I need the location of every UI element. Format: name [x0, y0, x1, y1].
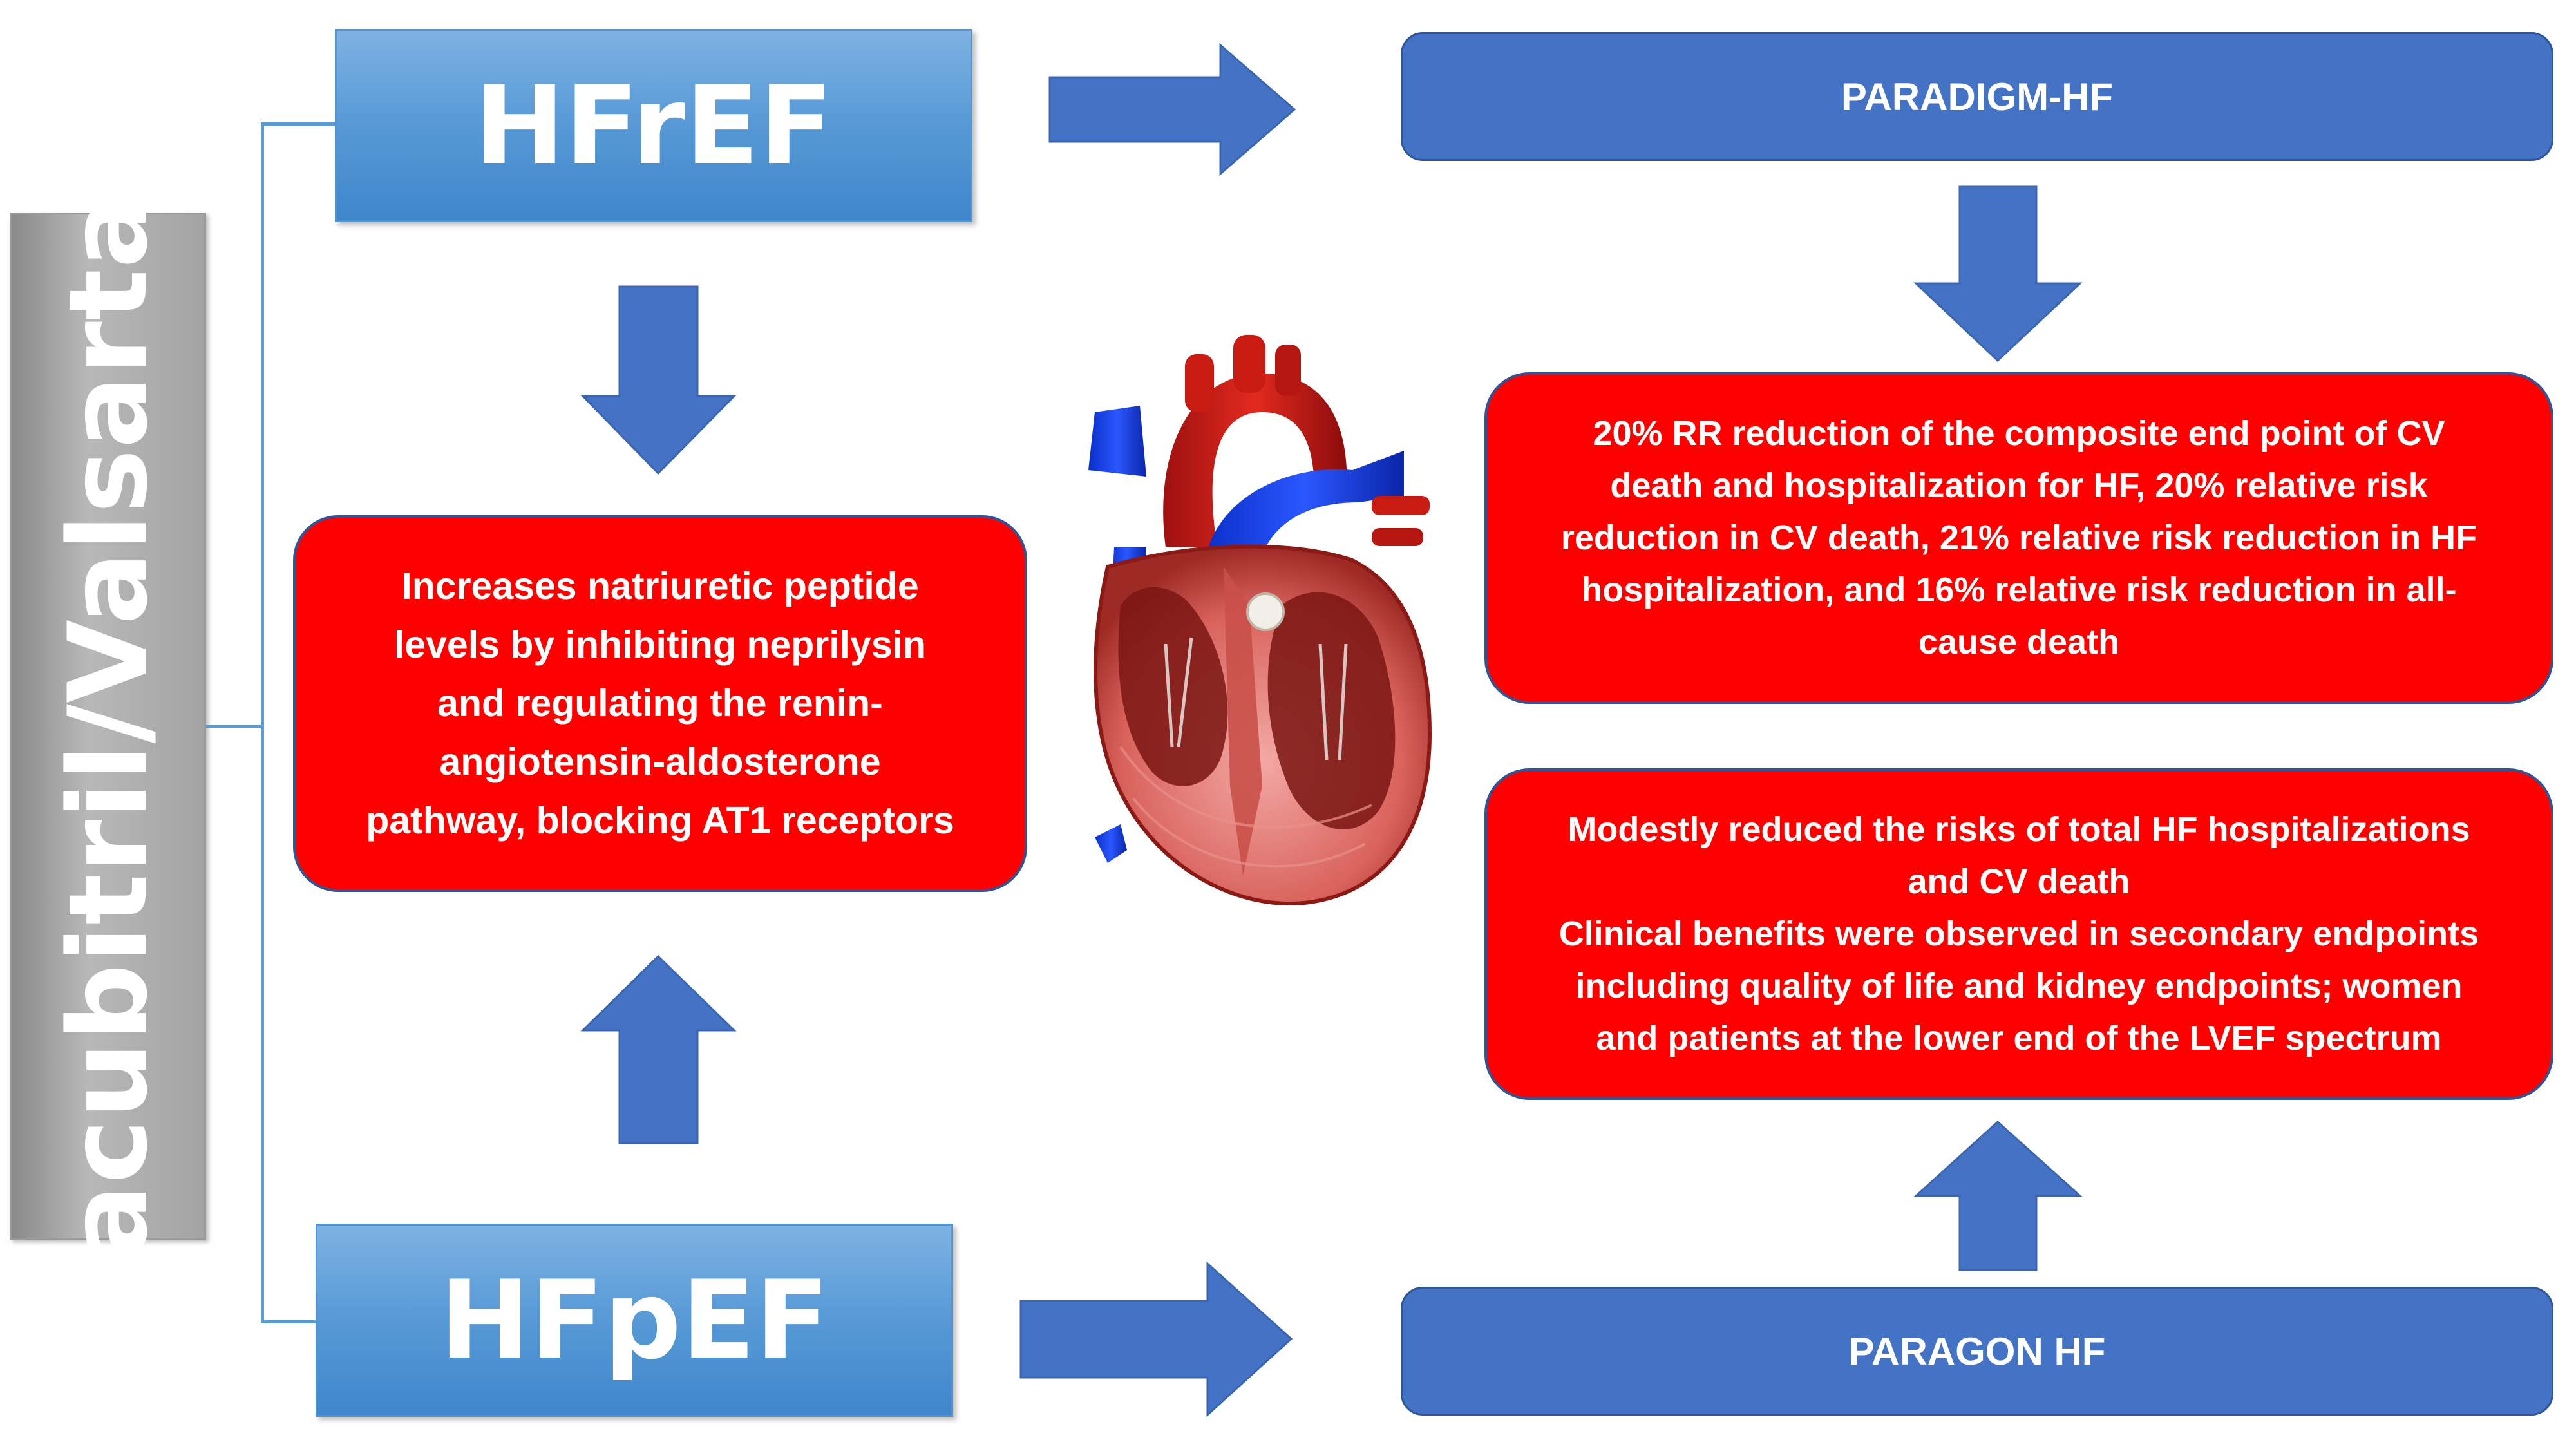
- drug-label-bar: Sacubitril/Valsartan: [10, 117, 206, 1336]
- bracket-vertical-line: [261, 122, 264, 1323]
- paragon-outcome-line: and patients at the lower end of the LVE…: [1596, 1019, 2442, 1057]
- paragon-outcome-line: Clinical benefits were observed in secon…: [1558, 914, 2479, 953]
- mechanism-line: and regulating the renin-: [437, 682, 883, 724]
- hfref-box: HFrEF: [335, 29, 972, 222]
- drug-name: Sacubitril/Valsartan: [44, 117, 171, 1336]
- paradigm-outcome-line: hospitalization, and 16% relative risk r…: [1581, 571, 2457, 609]
- mechanism-text: Increases natriuretic peptide levels by …: [366, 557, 954, 850]
- down-arrow-icon: [580, 285, 737, 475]
- paradigm-outcome-line: death and hospitalization for HF, 20% re…: [1610, 466, 2428, 505]
- paradigm-outcome-line: 20% RR reduction of the composite end po…: [1593, 414, 2445, 453]
- mechanism-line: Increases natriuretic peptide: [401, 565, 919, 607]
- mechanism-line: angiotensin-aldosterone: [439, 741, 881, 783]
- bracket-bottom-line: [261, 1320, 316, 1323]
- hfref-label: HFrEF: [474, 62, 833, 189]
- paragon-hf-box: PARAGON HF: [1401, 1287, 2553, 1416]
- paradigm-hf-box: PARADIGM-HF: [1401, 32, 2553, 161]
- down-arrow-icon: [1913, 185, 2083, 363]
- right-arrow-icon: [1048, 43, 1296, 176]
- paradigm-outcome-line: cause death: [1918, 623, 2120, 661]
- heart-icon: [1088, 335, 1432, 905]
- paragon-outcome-line: Modestly reduced the risks of total HF h…: [1567, 810, 2470, 849]
- right-arrow-icon: [1019, 1261, 1293, 1417]
- hfpef-label: HFpEF: [439, 1257, 829, 1383]
- hfpef-box: HFpEF: [316, 1224, 953, 1417]
- mechanism-line: levels by inhibiting neprilysin: [393, 623, 927, 666]
- mechanism-box: Increases natriuretic peptide levels by …: [293, 515, 1027, 892]
- bracket-top-line: [261, 122, 335, 126]
- paragon-outcome-box: Modestly reduced the risks of total HF h…: [1484, 768, 2553, 1100]
- bracket-stem-line: [206, 724, 264, 728]
- mechanism-line: pathway, blocking AT1 receptors: [366, 799, 954, 842]
- paragon-outcome-line: including quality of life and kidney end…: [1575, 967, 2463, 1005]
- paragon-hf-label: PARAGON HF: [1848, 1329, 2106, 1373]
- paradigm-hf-label: PARADIGM-HF: [1841, 75, 2114, 118]
- paradigm-outcome-box: 20% RR reduction of the composite end po…: [1484, 372, 2553, 704]
- paragon-outcome-text: Modestly reduced the risks of total HF h…: [1559, 804, 2479, 1065]
- up-arrow-icon: [580, 954, 737, 1144]
- paradigm-outcome-text: 20% RR reduction of the composite end po…: [1561, 408, 2477, 668]
- up-arrow-icon: [1913, 1120, 2083, 1271]
- paragon-outcome-line: and CV death: [1908, 862, 2130, 901]
- paradigm-outcome-line: reduction in CV death, 21% relative risk…: [1560, 518, 2477, 557]
